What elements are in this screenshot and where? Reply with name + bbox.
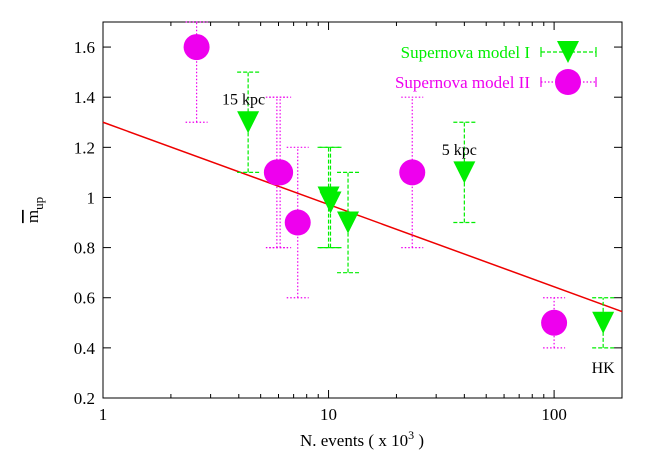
legend: Supernova model I Supernova model II bbox=[395, 41, 597, 95]
series-0-point-5 bbox=[592, 311, 615, 334]
annotation-label: 5 kpc bbox=[442, 142, 477, 159]
fit-layer bbox=[102, 121, 623, 313]
series-1-point-5 bbox=[541, 309, 568, 336]
series-0-point-0 bbox=[237, 111, 260, 134]
y-tick-label: 0.2 bbox=[74, 389, 95, 408]
plot-frame bbox=[102, 21, 623, 399]
y-tick-label: 0.4 bbox=[74, 339, 96, 358]
series-0-point-4 bbox=[453, 161, 476, 184]
legend-label: Supernova model II bbox=[395, 73, 530, 92]
series-1-point-3 bbox=[284, 209, 311, 236]
series-1-error-bar-0 bbox=[185, 21, 208, 123]
annotation-label: HK bbox=[592, 360, 616, 377]
axes-layer: 0.2 0.4 0.6 0.8 1 1.2 1.4 1.6 1 10 100 bbox=[74, 22, 623, 424]
series-1-point-4 bbox=[399, 159, 426, 186]
series-1-error-bar-4 bbox=[401, 96, 424, 249]
series-1-error-bar-2 bbox=[269, 96, 292, 249]
legend-marker bbox=[557, 41, 579, 63]
y-tick-label: 1.6 bbox=[74, 38, 95, 57]
y-tick-label: 1.2 bbox=[74, 138, 95, 157]
series-1-point-2 bbox=[267, 159, 294, 186]
series-layer bbox=[183, 21, 615, 349]
y-axis-label-main: m bbox=[23, 210, 42, 223]
x-tick-label: 100 bbox=[541, 405, 567, 424]
legend-label: Supernova model I bbox=[401, 43, 531, 62]
legend-marker bbox=[555, 69, 581, 95]
y-axis-label-sub: up bbox=[31, 197, 46, 210]
series-0-point-3 bbox=[337, 211, 360, 234]
x-axis-label-exponent: 3 bbox=[408, 428, 414, 442]
x-tick-label: 1 bbox=[99, 405, 108, 424]
series-0-point-2 bbox=[319, 191, 342, 214]
annotation-label: 15 kpc bbox=[222, 92, 265, 109]
series-1-point-0 bbox=[183, 34, 210, 61]
y-tick-label: 1.4 bbox=[74, 88, 96, 107]
x-axis-label: N. events ( x 103 ) bbox=[300, 428, 424, 450]
y-tick-label: 0.8 bbox=[74, 239, 95, 258]
y-tick-label: 1 bbox=[87, 188, 96, 207]
x-tick-label: 10 bbox=[320, 405, 337, 424]
series-1-error-bar-3 bbox=[286, 146, 309, 299]
svg-text:mup: mup bbox=[23, 197, 46, 223]
x-axis-label-main: N. events ( x 10 bbox=[300, 431, 408, 450]
y-tick-label: 0.6 bbox=[74, 289, 95, 308]
x-axis-label-suffix: ) bbox=[414, 431, 424, 450]
y-axis-label: mup bbox=[23, 197, 46, 223]
fit-line bbox=[102, 121, 623, 313]
